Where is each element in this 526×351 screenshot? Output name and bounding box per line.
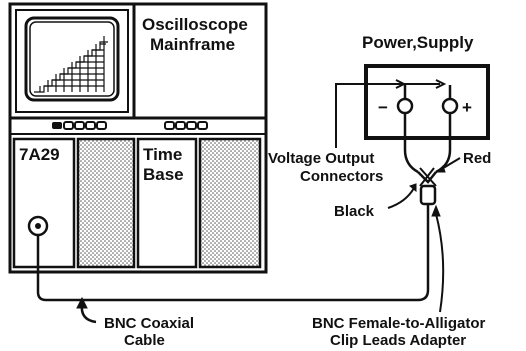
black-lead (403, 113, 419, 174)
minus-terminal-label: − (378, 98, 388, 117)
red-lead-label: Red (463, 150, 491, 167)
control-strip (52, 121, 208, 130)
pointer-arrows (76, 157, 461, 324)
plugin-7a29-label: 7A29 (19, 145, 60, 164)
timebase-label-line1: Time (143, 145, 182, 164)
timebase-label-line2: Base (143, 165, 184, 184)
power-supply: Power,Supply − + (362, 33, 490, 140)
mainframe-title-line1: Oscilloscope (142, 15, 248, 34)
crt-display (15, 9, 129, 113)
plus-terminal-label: + (462, 98, 472, 117)
plugin-7a29: 7A29 (12, 137, 76, 269)
adapter-label-line1: BNC Female-to-Alligator (312, 315, 486, 332)
wiring (36, 79, 452, 302)
black-lead-label: Black (334, 203, 375, 220)
blank-bay-1 (76, 137, 136, 269)
bnc-cable (36, 204, 430, 302)
mainframe-title-line2: Mainframe (150, 35, 235, 54)
voltage-output-label-line2: Connectors (300, 168, 383, 185)
adapter-label-line2: Clip Leads Adapter (330, 332, 466, 349)
minus-binding-post-icon (396, 85, 414, 115)
voltage-output-label-line1: Voltage Output (268, 150, 374, 167)
bnc-cable-label-line2: Cable (124, 332, 165, 349)
oscilloscope-mainframe: Oscilloscope Mainframe 7A29 Time Base (8, 2, 268, 274)
power-supply-label: Power,Supply (362, 33, 474, 52)
bnc-cable-label-line1: BNC Coaxial (104, 315, 194, 332)
plugin-timebase: Time Base (136, 137, 198, 269)
blank-bay-2 (198, 137, 262, 269)
bnc-adapter-icon (419, 184, 437, 206)
